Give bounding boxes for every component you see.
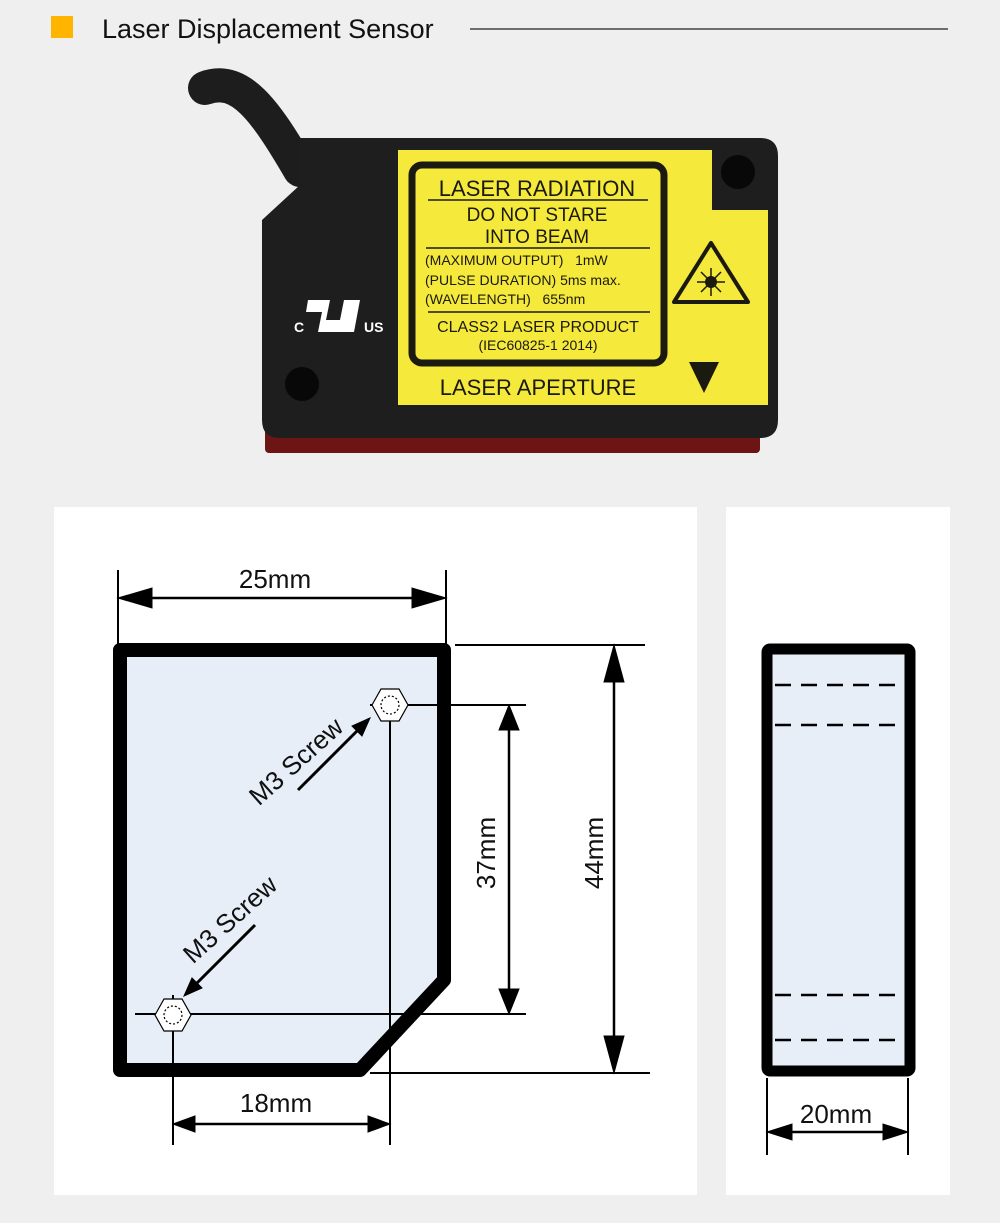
label-warning-2: INTO BEAM bbox=[485, 227, 589, 248]
side-view-drawing bbox=[761, 643, 916, 1155]
height-dimension: 44mm bbox=[579, 817, 609, 889]
label-aperture: LASER APERTURE bbox=[440, 375, 636, 400]
label-spec-output: (MAXIMUM OUTPUT) 1mW bbox=[425, 252, 609, 268]
header-bullet-icon bbox=[51, 16, 73, 38]
label-spec-wavelength: (WAVELENGTH) 655nm bbox=[425, 291, 585, 307]
label-spec-pulse: (PULSE DURATION) 5ms max. bbox=[425, 272, 621, 288]
sensor-outline bbox=[113, 643, 451, 1077]
label-standard: (IEC60825-1 2014) bbox=[478, 337, 597, 353]
screw-hole-top bbox=[371, 688, 409, 722]
svg-text:C: C bbox=[294, 319, 304, 335]
label-box bbox=[408, 161, 668, 367]
label-class: CLASS2 LASER PRODUCT bbox=[437, 319, 639, 336]
laser-hazard-icon bbox=[672, 241, 750, 304]
label-warning-1: DO NOT STARE bbox=[467, 205, 608, 226]
depth-dimension: 20mm bbox=[800, 1099, 872, 1129]
ul-cert-logo: C US bbox=[294, 300, 383, 335]
sensor-photo: LASER RADIATION DO NOT STARE INTO BEAM (… bbox=[188, 68, 778, 453]
width-dimension: 25mm bbox=[239, 564, 311, 594]
aperture-arrow-icon bbox=[689, 362, 719, 393]
front-view-drawing bbox=[113, 570, 650, 1145]
svg-text:US: US bbox=[364, 319, 383, 335]
cable bbox=[188, 68, 317, 187]
warning-label bbox=[398, 150, 768, 405]
hole-spacing-horizontal: 18mm bbox=[240, 1088, 312, 1118]
label-heading: LASER RADIATION bbox=[439, 176, 635, 201]
page-title: Laser Displacement Sensor bbox=[102, 14, 434, 44]
screw-hole-bottom bbox=[154, 998, 192, 1032]
hole-spacing-vertical: 37mm bbox=[471, 817, 501, 889]
